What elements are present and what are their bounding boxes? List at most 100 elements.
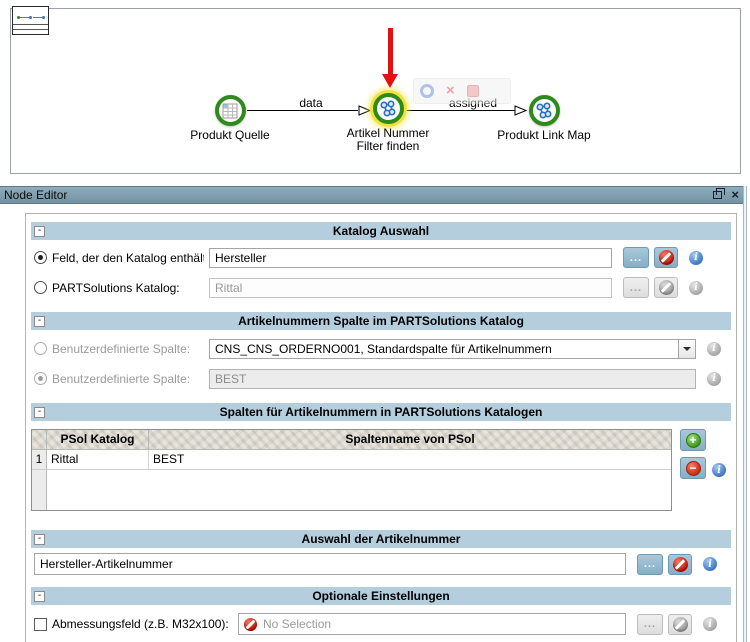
- table-header-row: PSol Katalog Spaltenname von PSol: [32, 430, 671, 450]
- abmessungsfeld-checkbox[interactable]: [34, 617, 47, 631]
- panel-title: Node Editor: [4, 188, 68, 202]
- edge-assigned: [406, 110, 515, 111]
- spalte-dropdown-row: Benutzerdefinierte Spalte: CNS_CNS_ORDER…: [31, 338, 731, 359]
- clear-selection-button-disabled: [668, 613, 692, 635]
- cell-spaltenname[interactable]: BEST: [153, 452, 185, 466]
- column-header-spaltenname: Spaltenname von PSol: [345, 432, 475, 446]
- node-label: Produkt Link Map: [497, 128, 591, 142]
- arrowhead-icon: [358, 105, 371, 116]
- info-icon-disabled: i: [689, 280, 703, 295]
- browse-button-disabled: ...: [637, 613, 663, 635]
- collapse-icon[interactable]: -: [34, 406, 45, 418]
- benutzerdefinierte-spalte-label: Benutzerdefinierte Spalte:: [52, 371, 191, 386]
- no-selection-icon: [658, 250, 674, 265]
- no-selection-icon: [658, 280, 674, 295]
- section-title: Katalog Auswahl: [332, 224, 430, 238]
- add-row-button[interactable]: +: [680, 429, 706, 451]
- cancel-icon[interactable]: ×: [446, 82, 455, 99]
- run-icon[interactable]: [420, 84, 434, 98]
- table-corner-cell: [32, 430, 47, 449]
- plus-icon: +: [685, 432, 701, 448]
- minimap-nodes-icon: [16, 16, 46, 20]
- spalte-best-row: Benutzerdefinierte Spalte: i: [31, 368, 731, 389]
- section-optionale-einstellungen-header: - Optionale Einstellungen: [31, 587, 731, 605]
- table-row[interactable]: 1 Rittal BEST: [32, 450, 671, 470]
- node-artikel-nummer-filter[interactable]: Artikel Nummer Filter finden: [338, 93, 438, 153]
- column-header-psol-katalog: PSol Katalog: [47, 430, 149, 449]
- section-artikelnummern-spalte-header: - Artikelnummern Spalte im PARTSolutions…: [31, 312, 731, 330]
- psol-katalog-input: [209, 277, 612, 298]
- radio-feld-katalog[interactable]: [34, 251, 47, 264]
- window-edge: [743, 186, 747, 642]
- stop-icon[interactable]: [466, 85, 479, 97]
- collapse-icon[interactable]: -: [34, 315, 45, 327]
- section-spalten-table-header: - Spalten für Artikelnummern in PARTSolu…: [31, 403, 731, 421]
- info-icon-disabled: i: [707, 371, 721, 386]
- section-title: Artikelnummern Spalte im PARTSolutions K…: [238, 314, 524, 328]
- section-title: Optionale Einstellungen: [312, 589, 450, 603]
- spalten-table: PSol Katalog Spaltenname von PSol 1 Ritt…: [31, 429, 672, 511]
- remove-row-button[interactable]: −: [680, 457, 706, 479]
- benutzerdefinierte-spalte-label: Benutzerdefinierte Spalte:: [52, 341, 191, 356]
- collapse-icon[interactable]: -: [34, 225, 45, 237]
- table-source-icon: [214, 95, 246, 126]
- cell-psol-katalog[interactable]: Rittal: [47, 450, 149, 469]
- node-editor-panel: - Katalog Auswahl Feld, der den Katalog …: [25, 213, 737, 642]
- dropdown-value: CNS_CNS_ORDERNO001, Standardspalte für A…: [215, 341, 552, 356]
- radio-partsolutions-katalog[interactable]: [34, 281, 47, 294]
- arrowhead-icon: [514, 105, 527, 116]
- node-label: Produkt Quelle: [190, 128, 270, 142]
- edge-data: [247, 110, 358, 111]
- collapse-icon[interactable]: -: [34, 533, 45, 545]
- section-auswahl-artikelnummer-header: - Auswahl der Artikelnummer: [31, 530, 731, 548]
- float-window-icon[interactable]: [713, 188, 726, 199]
- graph-filter-icon: [372, 93, 404, 124]
- node-editor-titlebar: Node Editor ×: [0, 186, 745, 204]
- browse-button-disabled: ...: [623, 277, 649, 298]
- workflow-minimap[interactable]: [12, 6, 49, 35]
- chevron-down-icon[interactable]: [678, 339, 695, 358]
- row-number: 1: [32, 450, 47, 469]
- spalten-table-area: PSol Katalog Spaltenname von PSol 1 Ritt…: [31, 429, 731, 511]
- minus-icon: −: [685, 460, 701, 476]
- spalte-best-input: [209, 368, 696, 389]
- section-title: Spalten für Artikelnummern in PARTSoluti…: [219, 405, 543, 419]
- katalog-feld-row: Feld, der den Katalog enthält: ... i: [31, 247, 731, 268]
- collapse-icon[interactable]: -: [34, 590, 45, 602]
- radio-benutzerdefinierte-spalte-2: [34, 372, 47, 385]
- artikelnummer-row: ... i: [31, 553, 731, 575]
- spalte-dropdown[interactable]: CNS_CNS_ORDERNO001, Standardspalte für A…: [209, 338, 696, 359]
- browse-button[interactable]: ...: [637, 553, 663, 575]
- abmessungsfeld-field: No Selection: [238, 613, 626, 635]
- browse-button[interactable]: ...: [623, 247, 649, 268]
- graph-map-icon: [528, 95, 560, 126]
- clear-selection-button[interactable]: [668, 553, 692, 575]
- no-selection-icon: [244, 617, 257, 631]
- feld-katalog-label: Feld, der den Katalog enthält:: [52, 250, 204, 265]
- node-produkt-quelle[interactable]: Produkt Quelle: [180, 95, 280, 142]
- clear-selection-button[interactable]: [654, 247, 678, 268]
- psol-katalog-label: PARTSolutions Katalog:: [52, 280, 180, 295]
- node-produkt-link-map[interactable]: Produkt Link Map: [494, 95, 594, 142]
- clear-selection-button-disabled: [654, 277, 678, 298]
- close-icon[interactable]: ×: [731, 187, 739, 202]
- node-action-toolbar: ×: [413, 78, 511, 104]
- edge-data-label: data: [299, 96, 323, 110]
- katalog-feld-input[interactable]: [209, 247, 612, 268]
- artikelnummer-input[interactable]: [34, 553, 626, 575]
- node-label: Artikel Nummer Filter finden: [346, 126, 430, 153]
- info-icon[interactable]: i: [689, 250, 703, 265]
- no-selection-icon: [672, 556, 688, 572]
- no-selection-icon: [672, 616, 688, 632]
- info-icon-disabled: i: [703, 617, 717, 631]
- table-empty-area: [32, 470, 671, 510]
- annotation-arrow: [382, 28, 398, 88]
- info-icon[interactable]: i: [703, 557, 717, 571]
- section-title: Auswahl der Artikelnummer: [301, 532, 461, 546]
- radio-benutzerdefinierte-spalte-1: [34, 342, 47, 355]
- workflow-canvas[interactable]: data assigned Produkt Quelle: [10, 6, 741, 174]
- info-icon[interactable]: i: [712, 463, 726, 477]
- section-katalog-auswahl-header: - Katalog Auswahl: [31, 222, 731, 240]
- abmessungsfeld-label: Abmessungsfeld (z.B. M32x100):: [52, 617, 229, 631]
- abmessungsfeld-row: Abmessungsfeld (z.B. M32x100): No Select…: [31, 612, 731, 636]
